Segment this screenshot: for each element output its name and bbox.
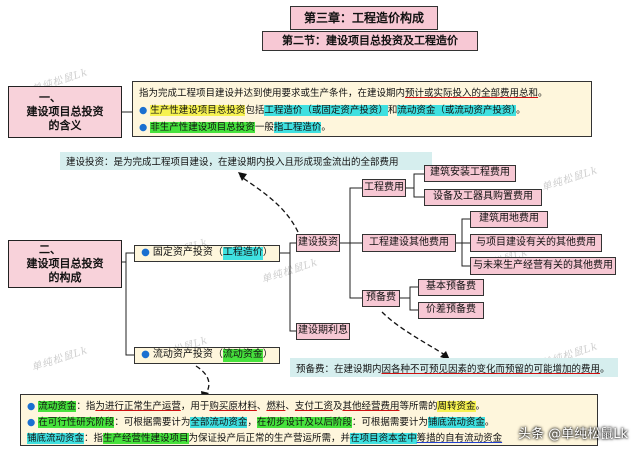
current-capital-line1: ●流动资金：指为进行正常生产运营，用于购买原材料、燃料、支付工资及其他经营费用等… bbox=[27, 398, 485, 412]
text: 固定资产投资（ bbox=[152, 247, 223, 259]
text: 及 bbox=[332, 401, 343, 412]
basic-reserve-node: 基本预备费 bbox=[418, 279, 484, 296]
reserve-node: 预备费 bbox=[362, 290, 400, 307]
text-highlighted: 在项目资本金中 bbox=[350, 433, 417, 444]
text-highlighted: 生产性建设项目总投资 bbox=[150, 105, 246, 116]
text-highlighted: 铺底流动资金 bbox=[427, 417, 485, 428]
text: 等所需的 bbox=[399, 401, 438, 412]
text-highlighted: 工程造价（或固定资产投资） bbox=[264, 105, 388, 116]
text-highlighted: 生产经营性建设项目 bbox=[103, 433, 189, 444]
text: 。 bbox=[321, 122, 331, 133]
part1-heading-num: 一、 bbox=[39, 91, 61, 105]
text-highlighted: 指工程造价 bbox=[273, 122, 322, 133]
text-underlined: 为进行正常生产运营 bbox=[95, 401, 181, 412]
part2-heading: 二、 建设项目总投资的构成 bbox=[8, 240, 122, 288]
text-highlighted: 工程造价 bbox=[222, 247, 263, 260]
future-cost-node: 与未来生产经营有关的其他费用 bbox=[470, 257, 616, 275]
text: ：可根据需要计为 bbox=[114, 417, 191, 428]
text-underlined: 购买原材料 bbox=[209, 401, 257, 412]
bullet-icon: ● bbox=[141, 247, 150, 259]
land-cost-node: 建筑用地费用 bbox=[470, 211, 548, 228]
text: 。 bbox=[484, 417, 495, 428]
text: ：可根据需要计为 bbox=[351, 417, 428, 428]
text-underlined: 燃料 bbox=[266, 401, 286, 412]
text: 。 bbox=[475, 401, 486, 412]
text: 。 bbox=[538, 88, 548, 99]
text: ：在建设期内 bbox=[324, 363, 382, 375]
part1-heading-text: 建设项目总投资的含义 bbox=[26, 105, 104, 132]
text: 。 bbox=[600, 363, 610, 375]
fixed-asset-investment: ●固定资产投资（工程造价） bbox=[134, 245, 280, 262]
text-highlighted: 全部流动资金 bbox=[190, 417, 248, 428]
text: 一般 bbox=[254, 122, 274, 133]
bullet-icon: ● bbox=[141, 349, 150, 361]
text-underlined: 支付工资 bbox=[294, 401, 333, 412]
chapter-title: 第三章：工程造价构成 bbox=[290, 6, 438, 30]
text: ） bbox=[262, 247, 273, 259]
bullet-icon: ● bbox=[139, 105, 148, 116]
building-install-node: 建筑安装工程费用 bbox=[424, 165, 516, 182]
text-underlined: 预留的可能增加的费用 bbox=[505, 363, 601, 375]
section-title: 第二节：建设项目总投资及工程造价 bbox=[262, 31, 478, 51]
bullet-icon: ● bbox=[27, 401, 36, 412]
current-asset-investment: ●流动资产投资（流动资金） bbox=[134, 347, 280, 364]
text-underlined: 因各种不可预见因素的变化而 bbox=[381, 363, 506, 375]
construction-investment-note: 建设投资：是为完成工程项目建设，在建设期内投入且形成现金流出的全部费用 bbox=[60, 152, 432, 170]
related-cost-node: 与项目建设有关的其他费用 bbox=[470, 234, 602, 252]
text-highlighted: 周转资金 bbox=[437, 401, 476, 412]
text: ，用于 bbox=[180, 401, 210, 412]
reserve-note: 预备费：在建设期内因各种不可预见因素的变化而预留的可能增加的费用。 bbox=[290, 358, 618, 377]
text: 为保证投产后正常的生产营运所需，并 bbox=[188, 433, 351, 444]
credit-watermark: 头条 @单纯松鼠Lk bbox=[518, 427, 628, 442]
text-highlighted: 铺底流动资金 bbox=[27, 433, 85, 444]
construction-interest-node: 建设期利息 bbox=[296, 323, 350, 340]
text: 。 bbox=[516, 105, 526, 116]
text-highlighted: 在初步设计及以后阶段 bbox=[256, 417, 352, 428]
part1-line1: 指为完成工程项目建设并达到使用要求或生产条件，在建设期内预计或实际投入的全部费用… bbox=[139, 85, 548, 99]
text-highlighted: 流动资金 bbox=[38, 401, 77, 412]
bullet-icon: ● bbox=[139, 122, 148, 133]
part1-line2: ●生产性建设项目总投资包括工程造价（或固定资产投资）和流动资金（或流动资产投资）… bbox=[139, 102, 526, 116]
engineering-cost-node: 工程费用 bbox=[362, 179, 406, 197]
text-underlined: 其他经营费用 bbox=[342, 401, 400, 412]
current-capital-panel: ●流动资金：指为进行正常生产运营，用于购买原材料、燃料、支付工资及其他经营费用等… bbox=[20, 394, 598, 446]
text-highlighted: 在可行性研究阶段 bbox=[38, 417, 115, 428]
text: ， bbox=[247, 417, 257, 428]
text: ：指 bbox=[76, 401, 96, 412]
part1-panel: 指为完成工程项目建设并达到使用要求或生产条件，在建设期内预计或实际投入的全部费用… bbox=[132, 81, 592, 137]
equipment-node: 设备及工器具购置费用 bbox=[424, 189, 542, 206]
part2-heading-num: 二、 bbox=[39, 243, 61, 257]
part2-heading-text: 建设项目总投资的构成 bbox=[26, 257, 104, 284]
construction-investment-node: 建设投资 bbox=[296, 234, 340, 252]
text-highlighted: 流动资金 bbox=[222, 349, 263, 362]
text: 包括 bbox=[245, 105, 265, 116]
other-cost-node: 工程建设其他费用 bbox=[362, 234, 456, 252]
text-highlighted: 流动资金（或流动资产投资） bbox=[397, 105, 517, 116]
text: ：指 bbox=[84, 433, 104, 444]
text: 指为完成工程项目建设并达到使用要求或生产条件，在建设期内 bbox=[139, 88, 406, 99]
price-reserve-node: 价差预备费 bbox=[418, 302, 484, 319]
text: 预备费 bbox=[296, 363, 325, 375]
bullet-icon: ● bbox=[27, 417, 36, 428]
text-underlined: 筹措的自有流动资金 bbox=[416, 433, 503, 444]
text-highlighted: 非生产性建设项目总投资 bbox=[150, 122, 255, 133]
part1-line3: ●非生产性建设项目总投资一般指工程造价。 bbox=[139, 119, 331, 133]
text: 、 bbox=[285, 401, 295, 412]
text: 流动资产投资（ bbox=[152, 349, 223, 361]
text: ） bbox=[262, 349, 273, 361]
text-underlined: 预计或实际投入的全部费用总和 bbox=[405, 88, 539, 99]
text: 和 bbox=[387, 105, 398, 116]
part1-heading: 一、 建设项目总投资的含义 bbox=[8, 86, 122, 138]
current-capital-line2: ●在可行性研究阶段：可根据需要计为全部流动资金，在初步设计及以后阶段：可根据需要… bbox=[27, 414, 494, 428]
text: 、 bbox=[256, 401, 267, 412]
current-capital-line3: 铺底流动资金：指生产经营性建设项目为保证投产后正常的生产营运所需，并在项目资本金… bbox=[27, 430, 502, 444]
